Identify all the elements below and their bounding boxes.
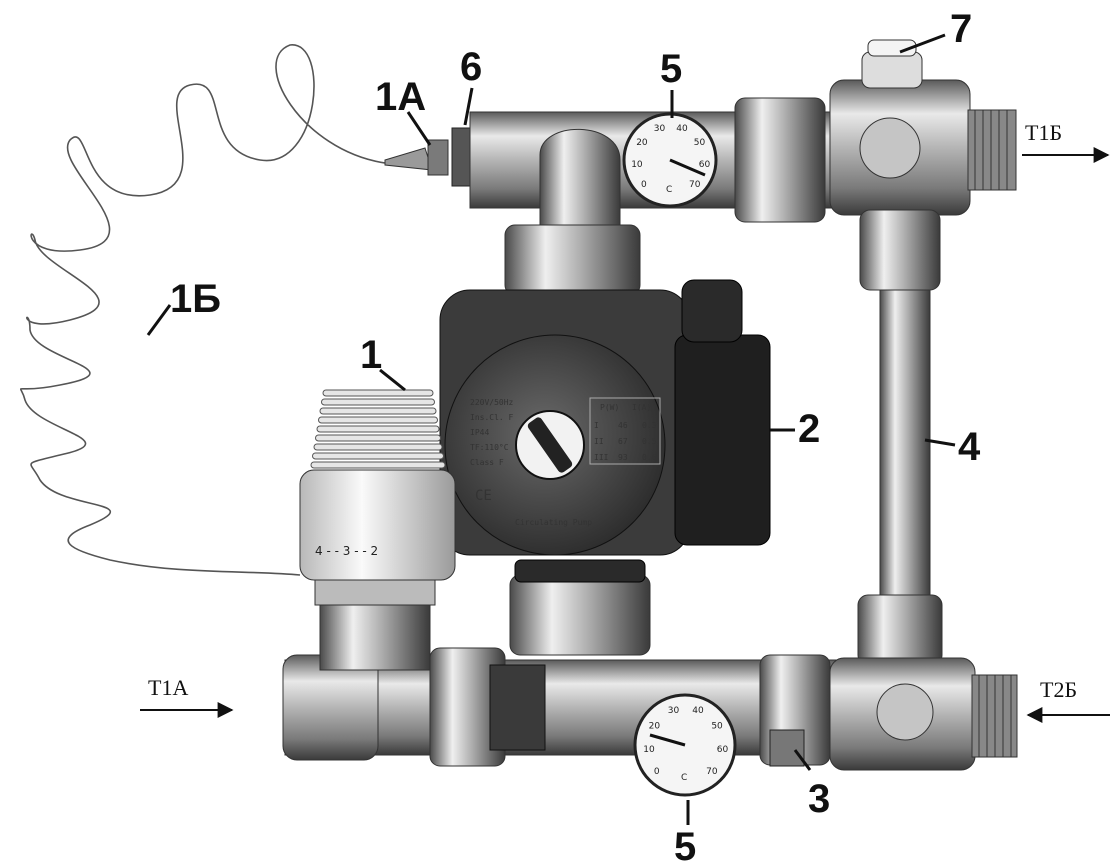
bypass-bottom-nut [857,594,943,666]
top-thread-outlet [967,109,1017,191]
pump-spec-line: TF:110°C [470,443,509,452]
bottom-thermometer: 0 10 20 30 40 50 60 70 C [633,693,737,797]
pump-spec-line: IP44 [470,428,489,437]
top-tee-boss [859,117,921,179]
pump-bottom-nut [509,574,651,656]
gauge-tick-label: 0 [654,767,660,777]
bottom-sleeve [489,664,546,751]
gauge-tick-label: 40 [676,124,688,134]
pump-table-cell: 0.5 [642,437,657,446]
pump-spec-table [589,397,661,465]
callout-2: 2 [798,407,820,451]
gauge-tick-label: 50 [694,138,706,148]
bottom-inlet-fitting [282,654,379,761]
thermo-valve-collar [314,579,436,606]
gauge-tick-label: 50 [711,721,723,731]
gauge-tick-label: 60 [699,160,711,170]
gauge-tick-label: 70 [689,180,701,190]
pump-top-nut [504,224,641,296]
pump-elbow [539,128,621,231]
thermo-head-rib [313,443,443,451]
sensor-probe [384,127,473,187]
pump-table-cell: 0.6 [642,453,657,462]
pump-table-cell: III [594,453,609,462]
pump-table-cell: II [594,437,604,446]
pump-terminal-box [674,334,771,546]
thermo-head-base [299,469,456,581]
gauge-tick-label: 60 [717,745,729,755]
flow-label-t1b: T1Б [1025,120,1062,145]
top-thermometer: 0 10 20 30 40 50 60 70 C [622,112,718,208]
pump-table-cell: I [594,421,599,430]
thermo-head-rib [310,461,446,469]
callout-4: 4 [958,425,981,469]
gauge-tick-label: 30 [654,124,666,134]
flow-label-t1a: T1A [148,675,188,700]
thermo-head-ribs [310,389,446,469]
flow-label-t2b: T2Б [1040,677,1077,702]
thermo-head-rib [315,434,441,442]
pump-table-cell: 46 [618,421,628,430]
callout-6: 6 [460,45,482,89]
pump-spec-line: 220V/50Hz [470,398,514,407]
callout-7: 7 [950,7,972,51]
pump-table-cell: 93 [618,453,628,462]
bypass-pipe [879,289,931,601]
callout-1a: 1А [375,75,426,119]
bottom-thermometer-unit: C [681,773,687,783]
thermo-head-rib [312,452,444,460]
gauge-tick-label: 20 [649,721,661,731]
air-vent [861,51,923,89]
callout-1: 1 [360,333,382,377]
pump-footer-label: Circulating Pump [515,518,592,527]
thermo-head-rib [316,425,440,433]
bypass-top-nut [859,209,941,291]
thermo-head-rib [319,407,437,415]
pump-ce-mark: CE [475,488,492,504]
callout-5-bottom: 5 [674,825,696,863]
callout-5-top: 5 [660,47,682,91]
gauge-tick-label: 10 [631,160,643,170]
callout-1b: 1Б [170,277,221,321]
gauge-tick-label: 40 [692,706,704,716]
pump-table-head: I(A) [632,403,651,412]
pump-bottom-ring [514,559,646,583]
gauge-tick-label: 70 [706,767,718,777]
callout-leaders [146,33,956,825]
pump-spec-line: Class F [470,458,504,467]
gauge-tick-label: 0 [641,180,647,190]
bottom-tee-boss [876,683,934,741]
pump-spec-line: Ins.Cl. F [470,413,514,422]
callout-3: 3 [808,777,830,821]
bottom-thread-lines [978,675,1012,757]
pump-knob-slot [527,417,573,473]
thermo-head-rib [318,416,438,424]
thermo-head-scale: 4 - - 3 - - 2 [315,544,378,558]
pump-table-head: P(W) [600,403,619,412]
top-thread-lines [974,110,1008,190]
top-thermometer-unit: C [666,185,672,195]
thermo-valve-body [319,594,431,671]
top-pipe-collar [734,97,826,223]
pump-table-cell: 0.3 [642,421,657,430]
thermo-head-rib [321,398,435,406]
capillary-tube [19,44,386,576]
pump-table-cell: 67 [618,437,628,446]
gauge-tick-label: 20 [636,138,648,148]
thermo-head-rib [322,389,434,397]
gauge-tick-label: 10 [643,745,655,755]
balancing-valve-screw [769,729,805,767]
gauge-tick-label: 30 [668,706,680,716]
pump-cable-gland [681,279,743,343]
